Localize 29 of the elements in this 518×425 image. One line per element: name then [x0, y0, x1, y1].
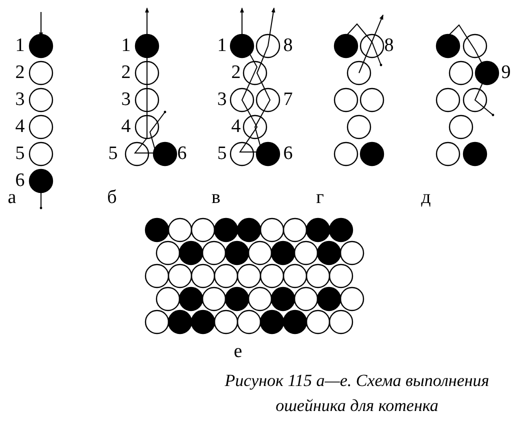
- panel-letter: а: [8, 188, 16, 208]
- bead-number: 3: [121, 90, 131, 110]
- bead-number: 2: [121, 63, 131, 83]
- panel-letter: е: [234, 342, 242, 362]
- bead-number: 5: [108, 144, 118, 164]
- bead-number: 2: [15, 63, 25, 83]
- bead-number: 2: [231, 63, 241, 83]
- bead-number: 3: [217, 90, 227, 110]
- bead-number: 1: [121, 36, 131, 56]
- bead-number: 6: [177, 144, 187, 164]
- bead-number: 1: [15, 36, 25, 56]
- panel-letter: г: [316, 188, 324, 208]
- bead-number: 6: [283, 144, 293, 164]
- figure-caption: Рисунок 115 а—е. Схема выполнения ошейника для котенка: [224, 370, 490, 417]
- bead-number: 8: [384, 36, 394, 56]
- bead-number: 9: [501, 63, 511, 83]
- bead-number: 7: [283, 90, 293, 110]
- panel-letter: д: [421, 188, 431, 208]
- bead-number: 5: [217, 144, 227, 164]
- panel-letter: в: [212, 188, 220, 208]
- bead-number: 3: [15, 90, 25, 110]
- bead-number: 4: [121, 117, 131, 137]
- panel-letter: б: [107, 188, 117, 208]
- bead-number: 6: [15, 171, 25, 191]
- bead-number: 4: [15, 117, 25, 137]
- bead-number: 1: [217, 36, 227, 56]
- bead-number: 4: [231, 117, 241, 137]
- bead-number: 8: [283, 36, 293, 56]
- bead-number: 5: [15, 144, 25, 164]
